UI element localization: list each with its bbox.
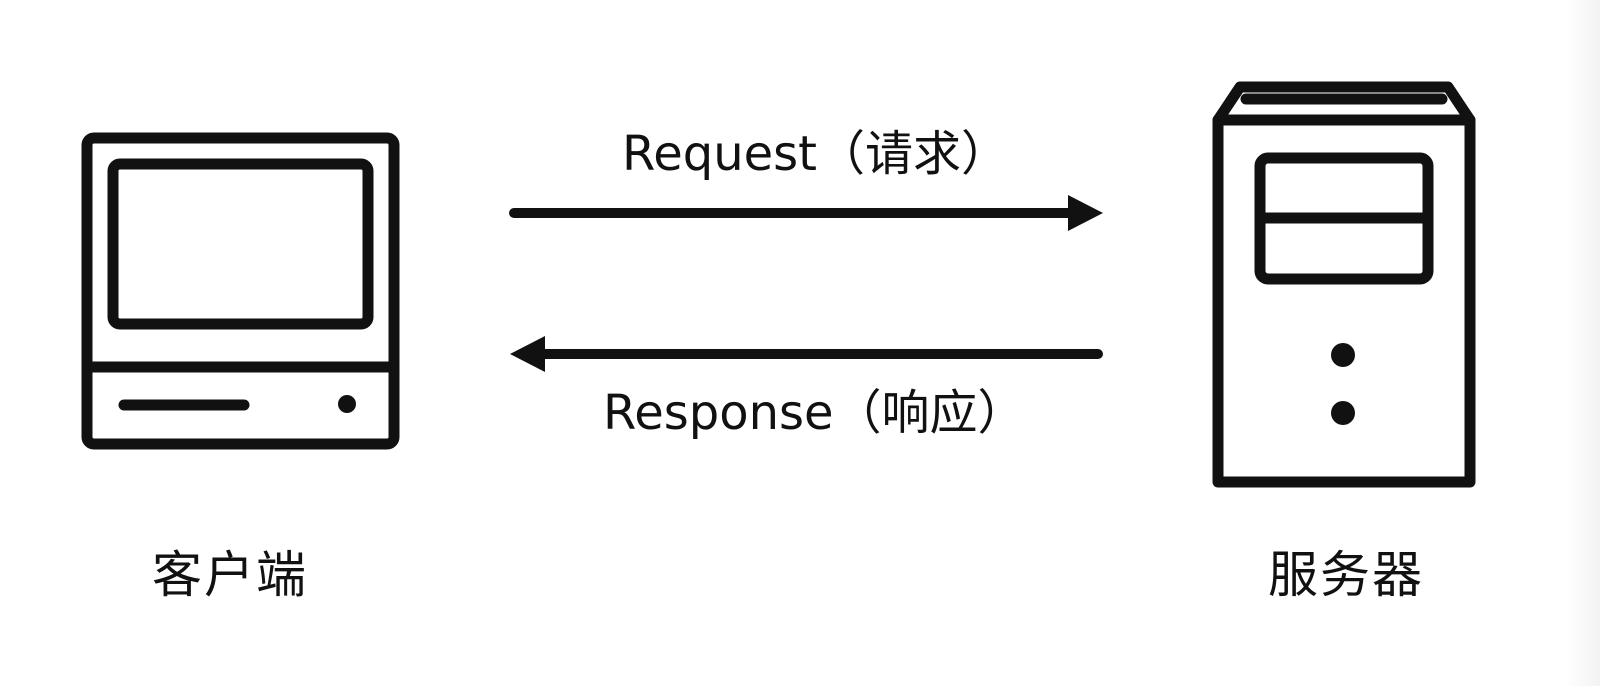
server-label: 服务器 bbox=[1268, 546, 1424, 604]
request-arrow bbox=[509, 195, 1103, 231]
server-light-top bbox=[1331, 343, 1355, 367]
request-label: Request（请求） bbox=[622, 126, 1009, 182]
right-edge-shade bbox=[1566, 0, 1600, 686]
computer-screen bbox=[107, 158, 374, 330]
server-light-bottom bbox=[1331, 401, 1355, 425]
client-label: 客户端 bbox=[152, 546, 308, 604]
request-arrowhead bbox=[1068, 195, 1103, 231]
computer-case bbox=[81, 132, 400, 450]
response-arrowhead bbox=[510, 336, 545, 372]
power-light bbox=[338, 395, 356, 413]
response-label: Response（响应） bbox=[603, 385, 1026, 441]
server-tower-icon bbox=[1212, 81, 1476, 488]
response-arrow bbox=[510, 336, 1103, 372]
desktop-computer-icon bbox=[81, 132, 400, 450]
